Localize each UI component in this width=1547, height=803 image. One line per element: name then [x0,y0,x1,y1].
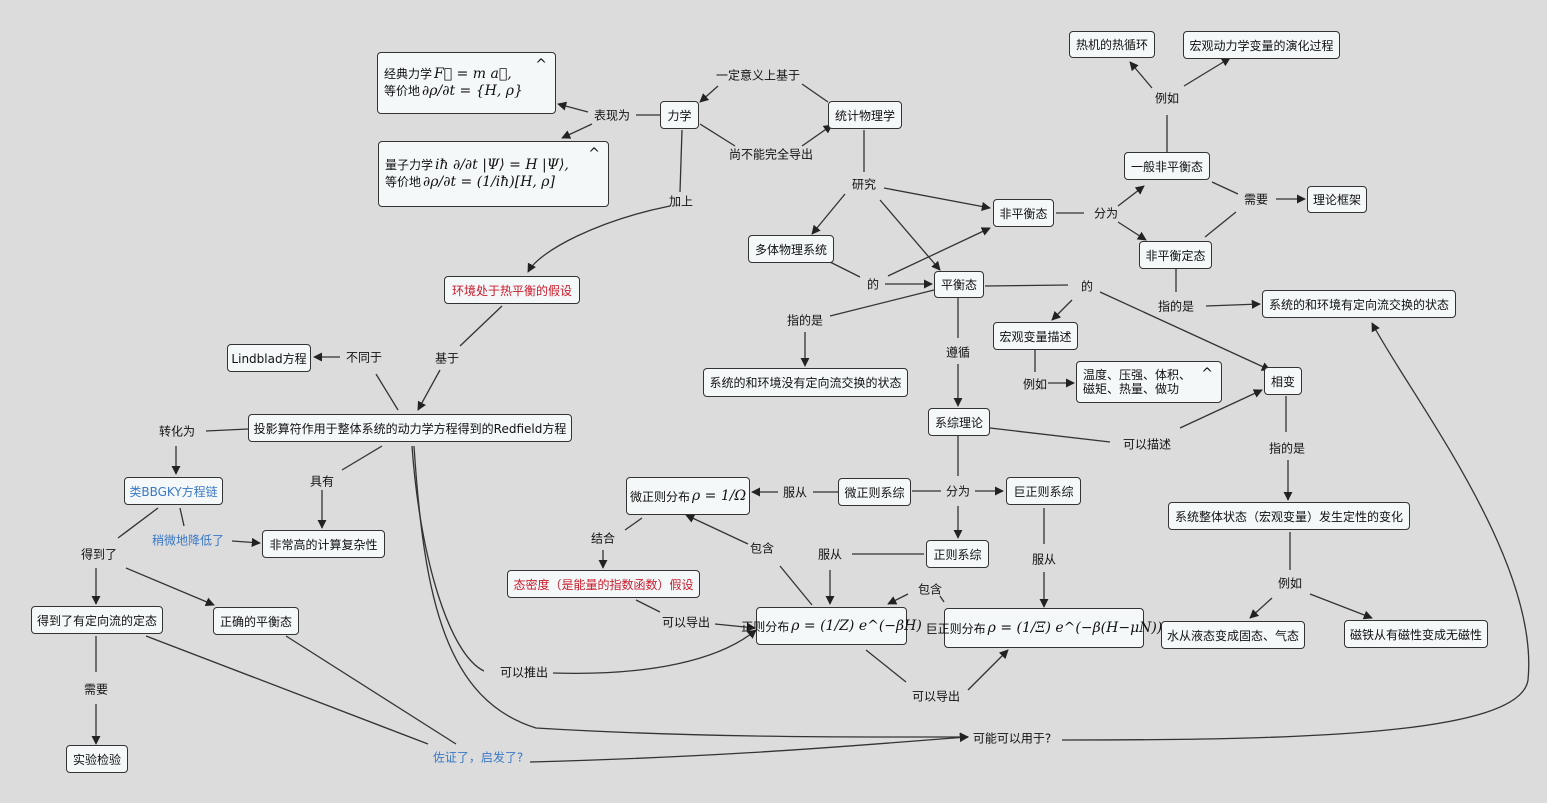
complexity-node[interactable]: 非常高的计算复杂性 [262,530,385,558]
macro-change-node[interactable]: 系统整体状态（宏观变量）发生定性的变化 [1168,502,1410,530]
chevron-up-icon[interactable]: ^ [535,57,547,73]
label-maybe: 可能可以用于? [972,731,1052,746]
magnet-node[interactable]: 磁铁从有磁性变成无磁性 [1344,620,1488,648]
micro-dist-formula: ρ = 1/Ω [691,488,747,504]
label-has: 具有 [309,474,335,489]
label-cannot-derive: 尚不能完全导出 [728,147,814,162]
label-of-1: 的 [866,277,880,292]
label-refers-2: 指的是 [786,313,824,328]
label-needs-2: 需要 [83,682,109,697]
theory-frame-node[interactable]: 理论框架 [1307,186,1367,213]
classical-label: 经典力学 [384,66,433,81]
mechanics-node[interactable]: 力学 [660,101,699,129]
correct-eq-node[interactable]: 正确的平衡态 [213,607,299,635]
redfield-node[interactable]: 投影算符作用于整体系统的动力学方程得到的Redfield方程 [248,414,572,442]
noneq-node[interactable]: 非平衡态 [993,199,1054,227]
label-refers-1: 指的是 [1157,299,1195,314]
canon-dist-formula: ρ = (1/Z) e^(−βH) [791,618,922,634]
label-different: 不同于 [345,350,383,365]
dos-assumption-node[interactable]: 态密度（是能量的指数函数）假设 [507,570,700,598]
env-assumption-node[interactable]: 环境处于热平衡的假设 [444,276,580,304]
label-of-2: 的 [1080,279,1094,294]
label-based-on-sense: 一定意义上基于 [715,68,801,83]
label-can-describe: 可以描述 [1122,437,1172,452]
chevron-up-icon[interactable]: ^ [1201,366,1213,382]
stat-physics-node[interactable]: 统计物理学 [828,101,902,129]
newton-equation: F⃗ = m a⃗, [434,65,512,82]
noneq-steady-node[interactable]: 非平衡定态 [1139,241,1212,269]
heat-engine-node[interactable]: 热机的热循环 [1069,31,1155,58]
label-got: 得到了 [80,547,118,562]
label-slightly: 稍微地降低了 [151,533,225,548]
canon-dist-label: 正则分布 [741,619,790,634]
label-follows: 遵循 [945,345,971,360]
quantum-label: 量子力学 [385,157,434,172]
label-needs-1: 需要 [1243,192,1269,207]
label-contain-2: 包含 [917,582,943,597]
label-derive-2: 可以推出 [499,665,549,680]
label-behaves-as: 表现为 [593,108,631,123]
label-divided-1: 分为 [1093,206,1119,221]
label-study: 研究 [851,177,877,192]
label-contain-1: 包含 [749,541,775,556]
grand-dist-formula: ρ = (1/Ξ) e^(−β(H−μN)) [987,620,1163,636]
equilibrium-node[interactable]: 平衡态 [934,271,984,298]
general-noneq-node[interactable]: 一般非平衡态 [1124,152,1210,180]
classical-equiv-label: 等价地 [384,84,421,98]
von-neumann-equation: ∂ρ/∂t = (1/iħ)[H, ρ] [423,174,556,190]
label-confirm: 佐证了，启发了? [432,750,524,765]
label-eg-3: 例如 [1277,576,1303,591]
schrodinger-equation: iħ ∂/∂t |Ψ⟩ = H |Ψ⟩, [435,156,569,173]
lindblad-node[interactable]: Lindblad方程 [227,344,311,372]
label-plus: 加上 [668,194,694,209]
label-divided-2: 分为 [945,484,971,499]
experiment-node[interactable]: 实验检验 [66,745,128,773]
macro-evolution-node[interactable]: 宏观动力学变量的演化过程 [1183,31,1340,59]
water-node[interactable]: 水从液态变成固态、气态 [1161,621,1305,649]
label-based: 基于 [434,351,460,366]
macro-vars-node[interactable]: 宏观变量描述 [993,322,1078,350]
label-eg-1: 例如 [1154,91,1180,106]
label-obey-1: 服从 [782,485,808,500]
label-obey-2: 服从 [817,547,843,562]
quantum-equiv-label: 等价地 [385,175,422,189]
canonical-ensemble-node[interactable]: 正则系综 [926,540,989,568]
label-refers-3: 指的是 [1268,441,1306,456]
grand-dist-label: 巨正则分布 [925,621,986,636]
directed-steady-node[interactable]: 得到了有定向流的定态 [31,606,163,634]
label-eg-2: 例如 [1022,377,1048,392]
ensemble-theory-node[interactable]: 系综理论 [928,408,990,436]
no-flow-node[interactable]: 系统的和环境没有定向流交换的状态 [703,368,908,397]
label-combine: 结合 [590,531,616,546]
bbgky-node[interactable]: 类BBGKY方程链 [124,477,223,505]
temp-list-text: 温度、压强、体积、 磁矩、热量、做功 [1083,367,1192,396]
micro-dist-label: 微正则分布 [629,489,690,504]
label-derive-1: 可以导出 [661,615,711,630]
label-derive-3: 可以导出 [911,689,961,704]
directed-flow-node[interactable]: 系统的和环境有定向流交换的状态 [1262,290,1456,318]
chevron-up-icon[interactable]: ^ [588,146,600,162]
temp-list-node[interactable]: 温度、压强、体积、 磁矩、热量、做功 ^ [1076,361,1222,403]
micro-ensemble-node[interactable]: 微正则系综 [838,478,911,506]
label-obey-3: 服从 [1031,552,1057,567]
many-body-node[interactable]: 多体物理系统 [748,235,834,263]
label-convert: 转化为 [158,424,196,439]
liouville-equation: ∂ρ/∂t = {H, ρ} [422,83,523,99]
phase-transition-node[interactable]: 相变 [1264,367,1302,395]
grand-ensemble-node[interactable]: 巨正则系综 [1006,477,1081,505]
